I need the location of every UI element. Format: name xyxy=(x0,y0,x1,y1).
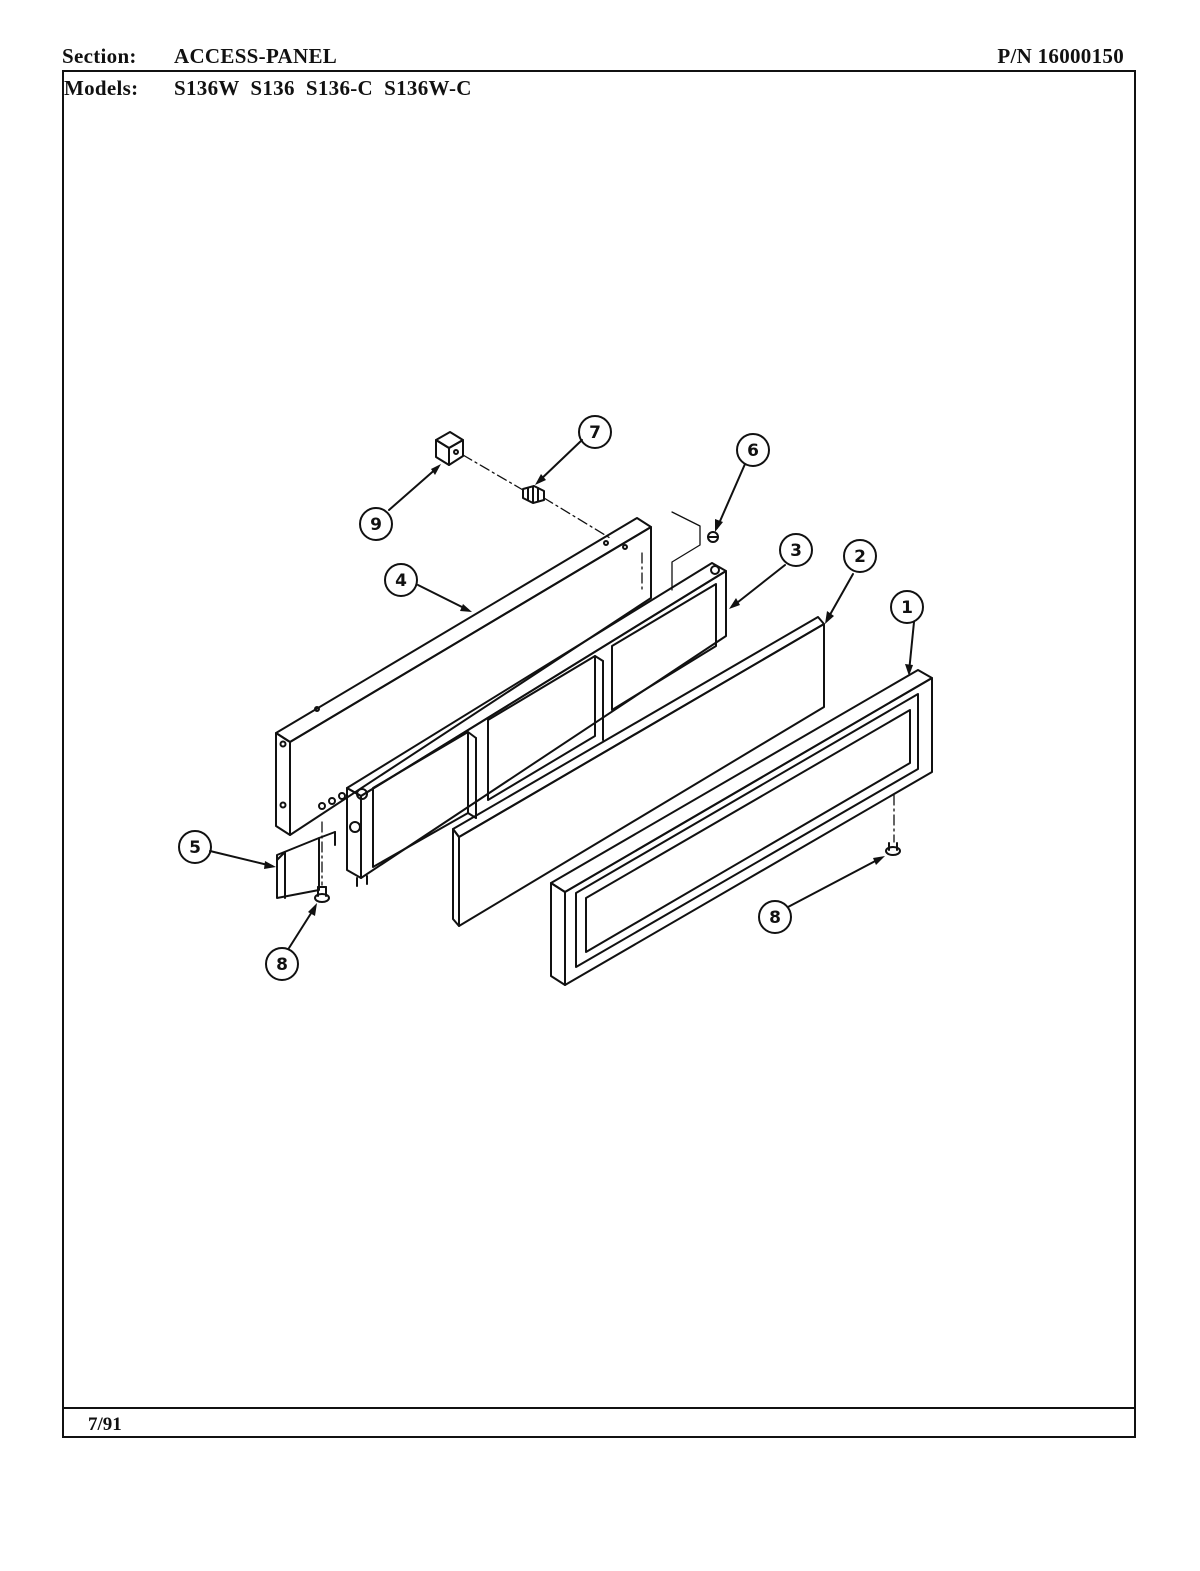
svg-text:8: 8 xyxy=(769,908,781,928)
footer-divider xyxy=(62,1407,1136,1409)
leader-lines xyxy=(209,439,915,949)
screw-path-6 xyxy=(671,511,701,591)
part-7-stud xyxy=(522,485,545,504)
callout-8-left: 8 xyxy=(265,947,299,981)
callout-4: 4 xyxy=(384,563,418,597)
section-label: Section: xyxy=(62,44,137,68)
diagram-frame xyxy=(62,70,1136,1438)
svg-text:3: 3 xyxy=(790,541,802,561)
part-number: P/N 16000150 xyxy=(997,44,1124,68)
svg-text:9: 9 xyxy=(370,515,382,535)
svg-text:6: 6 xyxy=(747,441,759,461)
part-8-screw-left xyxy=(314,886,330,903)
revision-date: 7/91 xyxy=(88,1414,122,1435)
svg-text:1: 1 xyxy=(901,598,913,618)
svg-text:7: 7 xyxy=(589,423,601,443)
callout-2: 2 xyxy=(843,539,877,573)
part-9-block xyxy=(435,431,464,466)
svg-text:8: 8 xyxy=(276,955,288,975)
svg-text:5: 5 xyxy=(189,838,201,858)
callout-1: 1 xyxy=(890,590,924,624)
callout-6: 6 xyxy=(736,433,770,467)
part-1-front-panel xyxy=(550,669,933,986)
callout-8-right: 8 xyxy=(758,900,792,934)
callout-7: 7 xyxy=(578,415,612,449)
part-3-window-frame xyxy=(346,562,727,887)
assembly-lines xyxy=(321,454,895,886)
part-2-glass-panel xyxy=(452,616,825,927)
part-6-screw xyxy=(707,531,719,543)
callout-5: 5 xyxy=(178,830,212,864)
callout-3: 3 xyxy=(779,533,813,567)
svg-text:2: 2 xyxy=(854,547,866,567)
part-8-screw-right xyxy=(885,842,901,856)
section-title: ACCESS-PANEL xyxy=(174,44,338,68)
part-4-rear-bar xyxy=(275,517,652,836)
callout-9: 9 xyxy=(359,507,393,541)
svg-text:4: 4 xyxy=(395,571,407,591)
models-label: Models: xyxy=(64,76,139,100)
models-list: S136W S136 S136-C S136W-C xyxy=(174,76,472,100)
